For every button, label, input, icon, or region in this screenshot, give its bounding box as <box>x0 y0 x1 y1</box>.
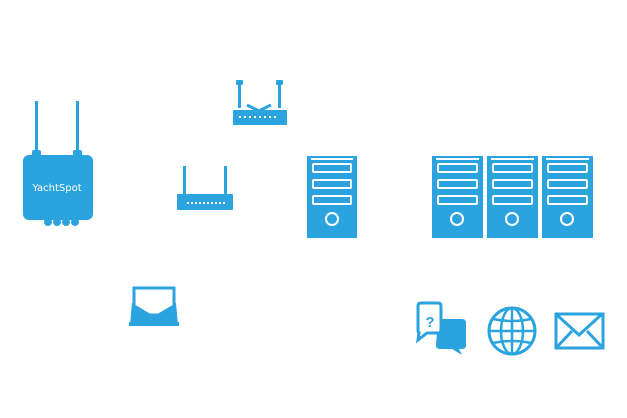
server-rack-unit-3 <box>542 156 593 238</box>
server-rack-unit-1 <box>432 156 483 238</box>
server-icon <box>307 156 357 238</box>
wifi-router-icon <box>177 166 233 210</box>
outdoor-access-point-icon: YachtSpot <box>23 101 93 226</box>
device-label: YachtSpot <box>31 183 81 194</box>
server-rack-icon <box>432 156 593 238</box>
server-rack-unit-2 <box>487 156 538 238</box>
question-mark-glyph: ? <box>425 314 434 331</box>
ceiling-router-icon <box>233 80 287 125</box>
chat-help-icon: ? <box>415 301 466 355</box>
laptop-icon <box>129 286 179 326</box>
globe-icon <box>487 306 537 356</box>
envelope-icon <box>554 312 605 350</box>
